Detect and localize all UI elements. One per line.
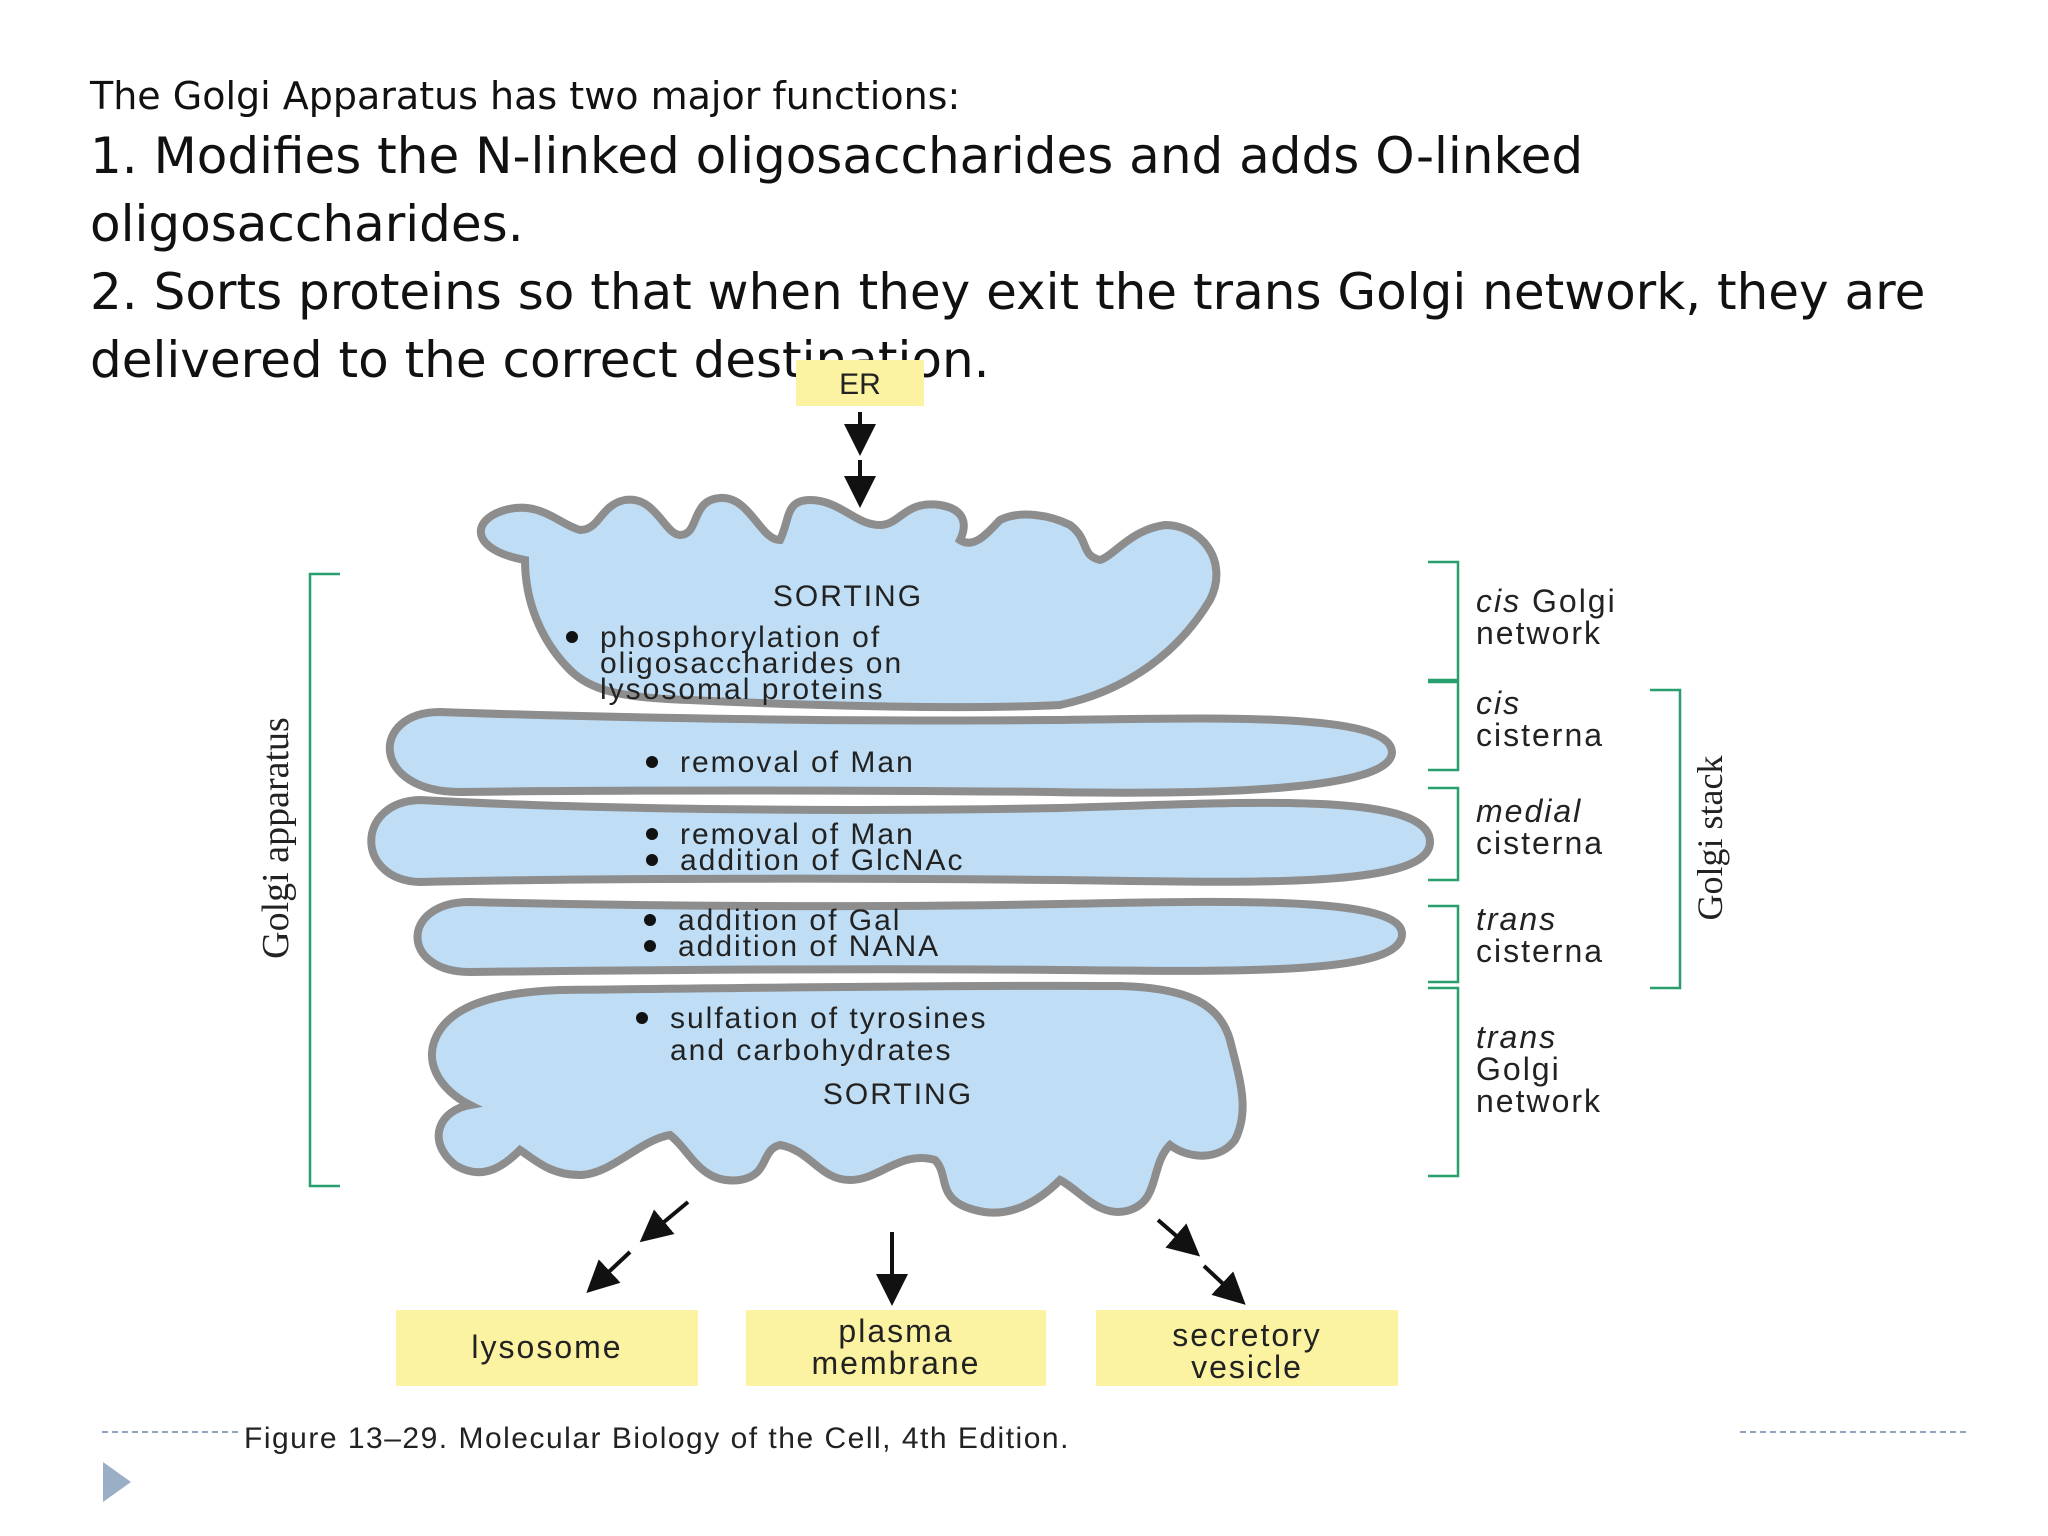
medial-cisterna-line-1: removal of Man [680,818,915,851]
bullet [566,631,578,643]
medial-cisterna-line-2: addition of GlcNAc [680,844,964,877]
golgi-apparatus-label: Golgi apparatus [255,717,297,959]
right-brackets [1428,560,1682,1178]
region-labels: cis Golgi network cis cisterna medial ci… [1476,583,1617,1119]
label-cis-golgi-network: cis Golgi [1476,583,1617,619]
cis-cisterna-text: removal of Man [646,746,915,779]
cis-network-line-3: lysosomal proteins [600,673,884,706]
trans-cisterna-line-2: addition of NANA [678,930,940,963]
intro-heading: The Golgi Apparatus has two major functi… [90,74,961,118]
cis-cisterna-shape [385,707,1397,797]
cis-network-text: SORTING phosphorylation of oligosacchari… [566,580,923,706]
plasma-membrane-box [746,1310,1046,1386]
plasma-membrane-label-line-2: membrane [812,1345,981,1381]
secretory-vesicle-box [1096,1310,1398,1386]
golgi-stack-label: Golgi stack [1690,756,1730,921]
cis-network-line-2: oligosaccharides on [600,647,903,680]
trans-network-title: SORTING [823,1078,973,1111]
trans-cisterna-line-1: addition of Gal [678,904,901,937]
exit-arrows [586,1200,1246,1306]
secretory-vesicle-label-line-2: vesicle [1191,1349,1303,1385]
label-medial-cisterna: medial [1476,793,1582,829]
function-2-line-1: 2. Sorts proteins so that when they exit… [90,263,1926,321]
trans-network-text: sulfation of tyrosines and carbohydrates… [636,1002,987,1111]
trans-cisterna-shape [413,897,1407,977]
plasma-membrane-label-line-1: plasma [838,1313,953,1349]
lysosome-box [396,1310,698,1386]
label-trans-golgi-network-line-3: network [1476,1083,1602,1119]
label-cis-cisterna: cis [1476,685,1521,721]
cis-network-line-1: phosphorylation of [600,621,881,654]
trans-golgi-network-shape [427,981,1247,1217]
er-box [796,360,924,406]
intro-text: The Golgi Apparatus has two major functi… [90,70,2030,394]
medial-cisterna-text: removal of Man addition of GlcNAc [646,818,964,877]
trans-network-line-1: sulfation of tyrosines [670,1002,987,1035]
label-trans-golgi-network-line-2: Golgi [1476,1051,1561,1087]
cis-network-title: SORTING [773,580,923,613]
cis-golgi-network-shape [476,494,1221,712]
bullet [646,756,658,768]
cis-cisterna-line-1: removal of Man [680,746,915,779]
golgi-apparatus-bracket [308,572,340,1188]
figure-caption: Figure 13–29. Molecular Biology of the C… [244,1422,1070,1455]
lysosome-label: lysosome [471,1329,622,1365]
bullet [646,828,658,840]
bullet [644,914,656,926]
label-cis-cisterna-line-2: cisterna [1476,717,1604,753]
golgi-stack-bracket [1650,688,1682,990]
er-label: ER [839,368,881,401]
label-trans-cisterna: trans [1476,901,1557,937]
label-cis-golgi-network-line-2: network [1476,615,1602,651]
trans-network-line-2: and carbohydrates [670,1034,953,1067]
bullet [644,940,656,952]
trans-cisterna-text: addition of Gal addition of NANA [644,904,940,963]
play-triangle-icon[interactable] [103,1462,133,1502]
medial-cisterna-shape [367,795,1435,887]
label-trans-cisterna-line-2: cisterna [1476,933,1604,969]
function-1: 1. Modifies the N-linked oligosaccharide… [90,127,1584,253]
label-medial-cisterna-line-2: cisterna [1476,825,1604,861]
label-trans-golgi-network: trans [1476,1019,1557,1055]
bullet [646,854,658,866]
secretory-vesicle-label-line-1: secretory [1172,1317,1322,1353]
bullet [636,1012,648,1024]
